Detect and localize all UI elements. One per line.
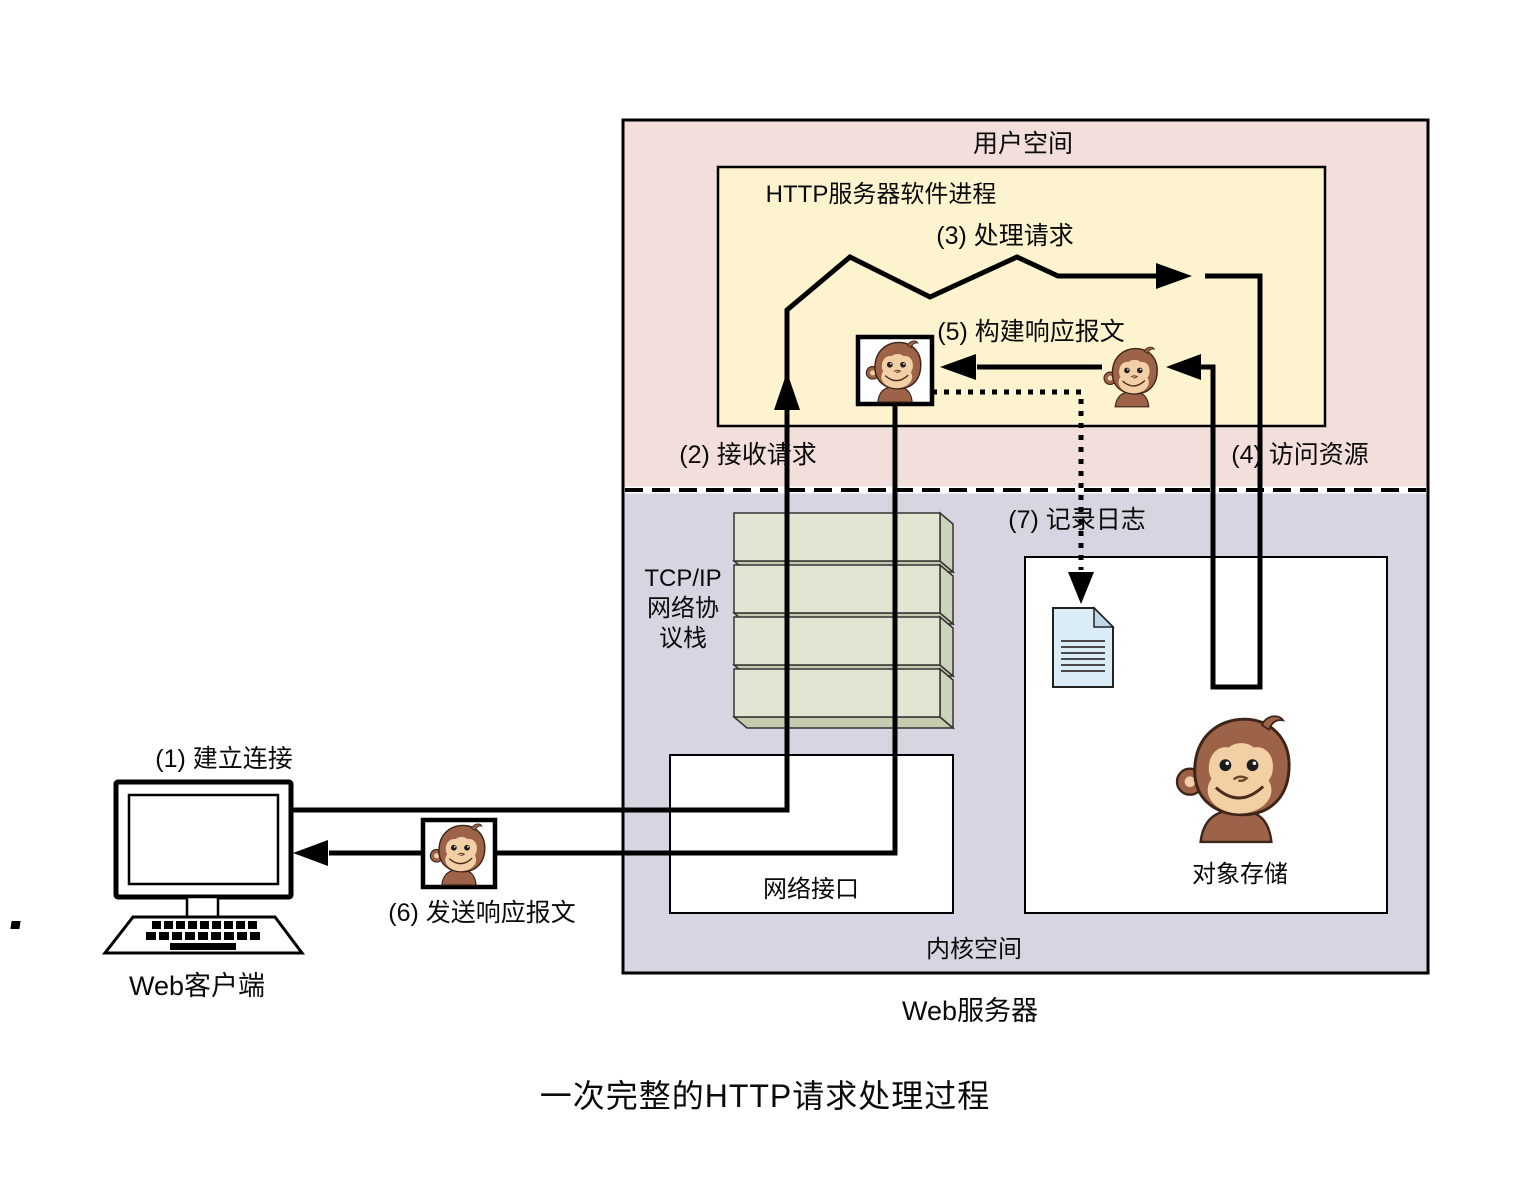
step6-label: (6) 发送响应报文	[388, 899, 576, 927]
web-server-label: Web服务器	[901, 996, 1039, 1026]
object-storage-label: 对象存储	[1192, 861, 1288, 888]
document-icon	[1052, 606, 1115, 688]
worker-monkey-box	[855, 334, 935, 407]
http-process-label: HTTP服务器软件进程	[765, 181, 997, 208]
network-interface-box	[669, 754, 954, 914]
access-resource-arrow	[1166, 273, 1263, 690]
web-client-label: Web客户端	[128, 971, 266, 1001]
step7-label: (7) 记录日志	[1008, 506, 1146, 534]
diagram-title: 一次完整的HTTP请求处理过程	[539, 1078, 991, 1114]
user-space-label: 用户空间	[972, 130, 1074, 158]
write-log-dotted-arrow	[932, 389, 1094, 604]
send-response-arrow	[293, 403, 898, 866]
tcpip-stack-label: TCP/IP 网络协 议栈	[644, 565, 722, 652]
kernel-space-label: 内核空间	[926, 936, 1022, 963]
step4-label: (4) 访问资源	[1231, 441, 1369, 469]
network-interface-label: 网络接口	[763, 876, 859, 903]
response-monkey-box	[420, 817, 498, 890]
step1-label: (1) 建立连接	[155, 745, 293, 773]
computer-icon	[10, 779, 305, 955]
tcpip-stack-icon	[731, 511, 956, 730]
build-response-arrow	[940, 354, 1102, 380]
step2-label: (2) 接收请求	[679, 441, 817, 469]
step3-label: (3) 处理请求	[936, 222, 1074, 250]
request-path-arrow	[291, 254, 1192, 813]
step5-label: (5) 构建响应报文	[937, 318, 1125, 346]
http-process-box	[716, 165, 1327, 428]
